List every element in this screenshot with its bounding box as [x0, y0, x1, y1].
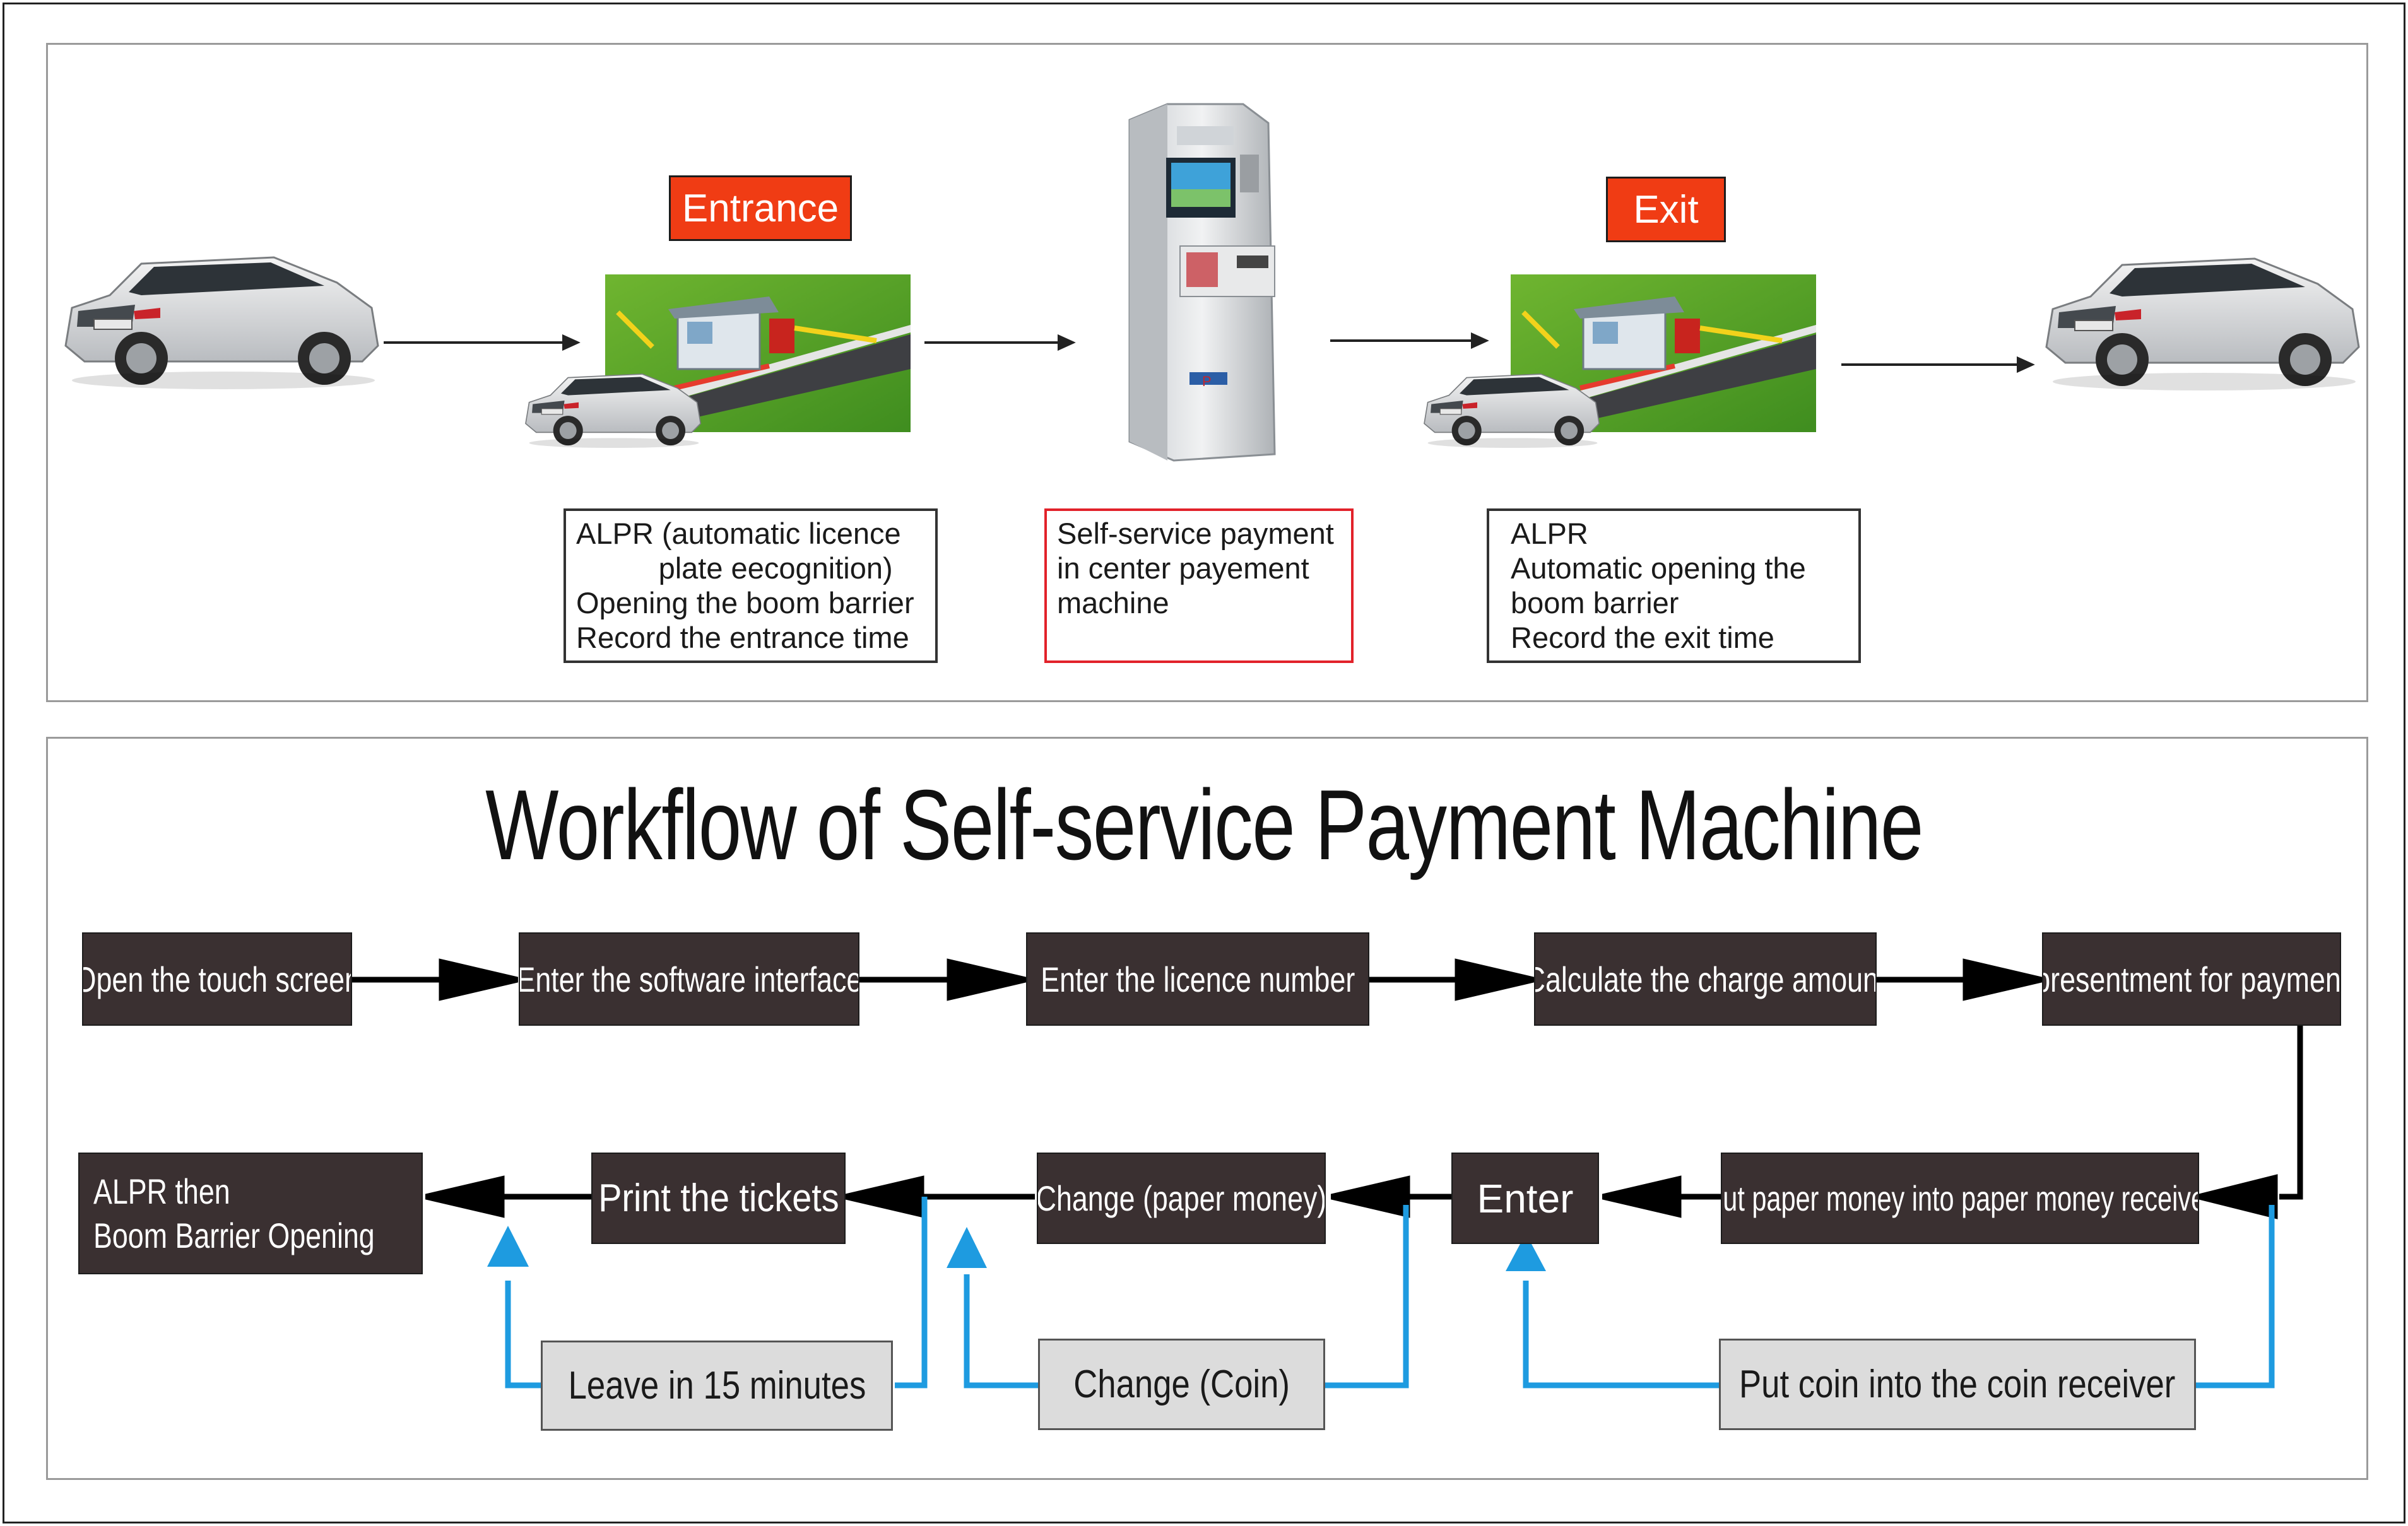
- step-label: Print the tickets: [598, 1177, 839, 1220]
- step-leave-in-15-minutes: Leave in 15 minutes: [541, 1341, 893, 1431]
- step-presentment-for-payment: presentment for payment: [2042, 932, 2341, 1026]
- step-put-coin: Put coin into the coin receiver: [1719, 1339, 2196, 1430]
- entrance-tag: Entrance: [669, 175, 852, 241]
- step-label: Put paper money into paper money receive…: [1721, 1178, 2199, 1218]
- step-label: Calculate the charge amount: [1534, 959, 1877, 999]
- step-change-paper-money: Change (paper money): [1037, 1153, 1326, 1244]
- entrance-caption: ALPR (automatic licence plate eecognitio…: [564, 508, 938, 663]
- step-label: Enter the software interface: [519, 959, 859, 999]
- step-label: Enter the licence number: [1040, 959, 1355, 999]
- entrance-tag-label: Entrance: [682, 186, 839, 230]
- step-calculate-charge: Calculate the charge amount: [1534, 932, 1877, 1026]
- kiosk-caption: Self-service payment in center payement …: [1044, 508, 1354, 663]
- workflow-title: Workflow of Self-service Payment Machine: [485, 770, 1923, 881]
- step-print-tickets: Print the tickets: [591, 1153, 846, 1244]
- exit-tag-label: Exit: [1633, 187, 1699, 232]
- step-change-coin: Change (Coin): [1038, 1339, 1325, 1430]
- step-label: Leave in 15 minutes: [568, 1364, 866, 1407]
- step-open-touch-screen: Open the touch screen: [82, 932, 352, 1026]
- svg-text:P: P: [1202, 373, 1212, 389]
- step-label: Enter: [1477, 1175, 1574, 1221]
- outer-frame: [3, 3, 2405, 1523]
- step-enter-software-interface: Enter the software interface: [519, 932, 859, 1026]
- step-label: Change (Coin): [1073, 1363, 1290, 1406]
- step-enter-licence-number: Enter the licence number: [1026, 932, 1369, 1026]
- step-label: ALPR then Boom Barrier Opening: [93, 1171, 375, 1255]
- payment-kiosk-image: P: [1128, 103, 1276, 462]
- step-enter: Enter: [1451, 1153, 1599, 1244]
- step-label: Change (paper money): [1037, 1178, 1326, 1218]
- step-label: presentment for payment: [2042, 959, 2341, 999]
- step-put-paper-money: Put paper money into paper money receive…: [1721, 1153, 2199, 1244]
- exit-tag: Exit: [1606, 177, 1726, 242]
- step-alpr-boom-barrier: ALPR then Boom Barrier Opening: [78, 1153, 423, 1274]
- step-label: Open the touch screen: [82, 959, 352, 999]
- step-label: Put coin into the coin receiver: [1739, 1363, 2176, 1406]
- exit-caption: ALPR Automatic opening the boom barrier …: [1487, 508, 1861, 663]
